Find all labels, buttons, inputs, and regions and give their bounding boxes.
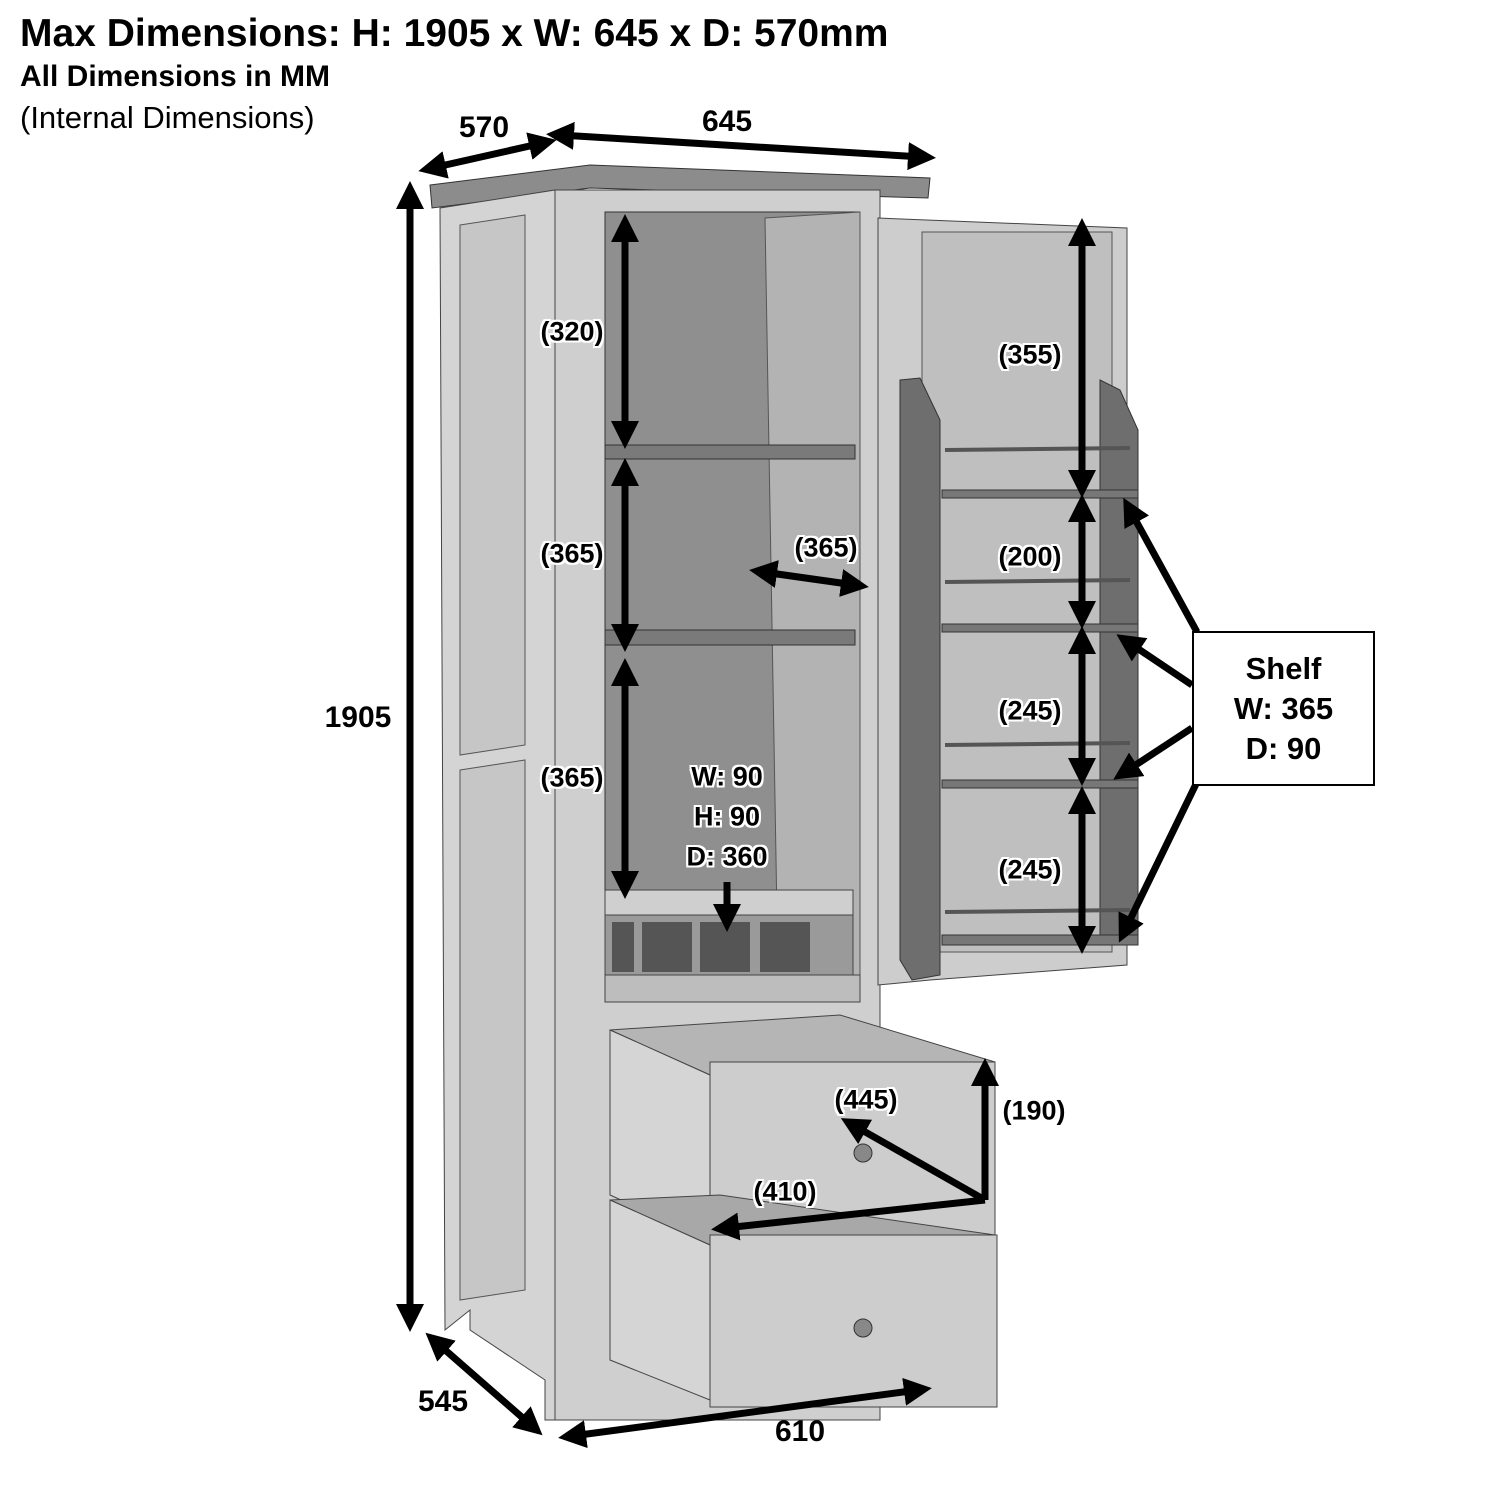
wine-rack-height: H: 90 [693,801,761,832]
width-base-label: 610 [774,1415,826,1448]
max-dimensions-title: Max Dimensions: H: 1905 x W: 645 x D: 57… [20,12,889,55]
shelf-callout-title: Shelf [1245,650,1322,686]
depth-top-label: 570 [458,111,510,144]
door-space-1: (355) [998,339,1062,370]
units-subtitle: All Dimensions in MM [20,60,331,93]
shelf-callout-width: W: 365 [1233,690,1334,726]
top-space-label: (320) [540,316,604,347]
drawer-bottom [609,1194,998,1408]
dimension-arrows [396,121,1201,1449]
wine-rack-depth: D: 360 [686,841,768,872]
drawer-height-label: (190) [1002,1095,1066,1126]
door-space-2: (200) [998,541,1062,572]
drawer-width-label: (410) [753,1176,817,1207]
depth-base-label: 545 [417,1385,469,1418]
drawer-knob [853,1143,873,1163]
door-space-3: (245) [998,695,1062,726]
width-top-label: 645 [701,105,753,138]
shelf [604,629,856,646]
shelf-callout-depth: D: 90 [1245,730,1322,766]
wine-rack-width: W: 90 [691,761,763,792]
height-label: 1905 [324,701,392,734]
lower-space-label: (365) [540,762,604,793]
drawer-depth-label: (445) [834,1084,898,1115]
shelf-width-label: (365) [794,532,858,563]
drawer-knob [853,1318,873,1338]
door-space-4: (245) [998,854,1062,885]
middle-space-label: (365) [540,538,604,569]
internal-dimensions-note: (Internal Dimensions) [20,100,315,135]
shelf [604,444,856,460]
shelf-callout: Shelf W: 365 D: 90 [1192,631,1375,786]
